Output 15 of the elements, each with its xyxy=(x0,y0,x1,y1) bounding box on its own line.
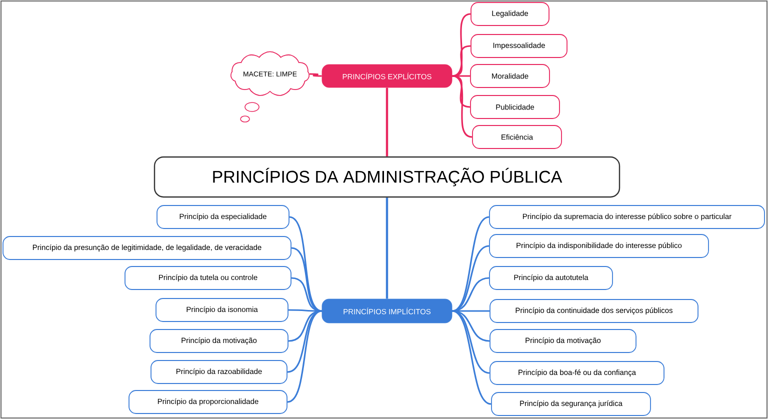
title-box: PRINCÍPIOS DA ADMINISTRAÇÃO PÚBLICA xyxy=(154,156,620,198)
connector-line xyxy=(452,75,470,77)
connector-line xyxy=(452,310,492,405)
connector-line xyxy=(287,310,322,403)
connector-line xyxy=(386,198,388,299)
connector-line xyxy=(309,73,322,77)
connector-line xyxy=(452,75,472,138)
connector-line xyxy=(291,247,322,312)
connector-line xyxy=(289,216,322,312)
connector-line xyxy=(452,75,470,108)
connector-line xyxy=(452,310,490,374)
connector-line xyxy=(452,245,490,312)
connector-line xyxy=(452,216,490,312)
connector-line xyxy=(287,310,322,373)
connector-line xyxy=(386,88,388,156)
